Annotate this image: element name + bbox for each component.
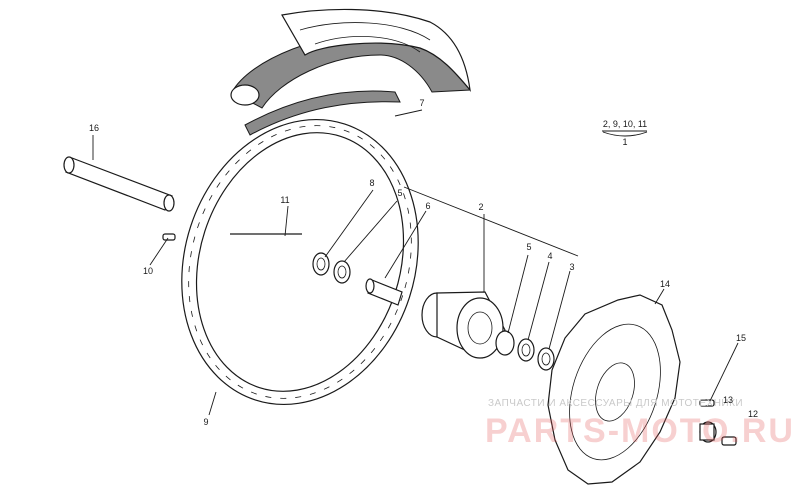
callout-labels: 2, 9, 10, 11 1 2 3 4 5 5 6 7 8 9 10 11 1… (89, 98, 758, 427)
callout-7: 7 (419, 98, 424, 108)
bearings-right (495, 330, 555, 371)
callout-group-label: 2, 9, 10, 11 (603, 119, 647, 129)
callout-8: 8 (369, 178, 374, 188)
spacer (365, 278, 403, 306)
callout-5-left: 5 (397, 188, 402, 198)
callout-9: 9 (203, 417, 208, 427)
tire (230, 8, 471, 109)
watermark-tagline: ЗАПЧАСТИ И АКСЕССУАРЫ ДЛЯ МОТОТЕХНИКИ (488, 398, 743, 409)
callout-13: 13 (723, 395, 733, 405)
callout-6: 6 (425, 201, 430, 211)
end-spacer (699, 421, 717, 443)
rim-tape (244, 90, 401, 136)
watermark-brand: PARTS-MOTO.RU (485, 412, 795, 450)
callout-16: 16 (89, 123, 99, 133)
callout-15: 15 (736, 333, 746, 343)
callout-14: 14 (660, 279, 670, 289)
bearings-left (312, 252, 351, 284)
axle-bolt (721, 436, 737, 446)
watermark: ЗАПЧАСТИ И АКСЕССУАРЫ ДЛЯ МОТОТЕХНИКИ PA… (485, 398, 795, 450)
leader-lines (92, 109, 739, 416)
brake-disc (547, 294, 681, 485)
hub (421, 291, 506, 359)
callout-10: 10 (143, 266, 153, 276)
valve (162, 233, 176, 241)
wheel-rim (181, 118, 419, 406)
callout-4: 4 (547, 251, 552, 261)
callout-5-right: 5 (526, 242, 531, 252)
callout-1: 1 (622, 137, 627, 147)
callout-12: 12 (748, 409, 758, 419)
callout-11: 11 (280, 195, 289, 205)
callout-2: 2 (478, 202, 483, 212)
disc-bolt (699, 399, 715, 407)
axle (63, 156, 175, 212)
callout-3: 3 (569, 262, 574, 272)
